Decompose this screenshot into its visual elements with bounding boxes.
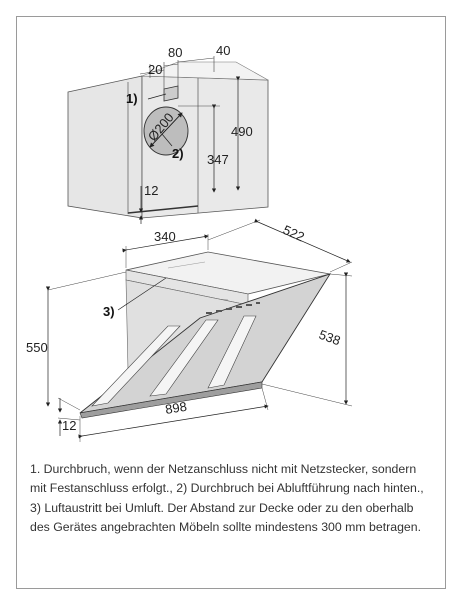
dim-height-right: 538 [317,327,343,349]
dim-depth-top: 340 [154,229,176,244]
label-duct: 2) [172,146,184,161]
dim-width: 898 [164,399,188,417]
dim-left-offset: 20 [148,62,162,77]
label-outlet: 3) [103,304,115,319]
wall-plate: 20 80 40 490 347 Ø200 1) 2) 12 [67,43,269,224]
cooker-hood: 3) 340 522 550 538 898 12 [26,218,353,442]
cable-cutout [163,85,179,102]
dim-plate-bottom: 12 [144,183,158,198]
dim-height-left: 550 [26,340,48,355]
figure-caption: 1. Durchbruch, wenn der Netzanschluss ni… [30,462,424,535]
dim-cutout-width: 80 [168,45,182,60]
dim-right-offset: 40 [216,43,230,58]
figure-frame [16,16,446,589]
dim-plate-height: 490 [231,124,253,139]
dim-hood-bottom: 12 [62,418,76,433]
label-cutout: 1) [126,91,138,106]
duct-opening [143,106,189,156]
dim-center-height: 347 [207,152,229,167]
